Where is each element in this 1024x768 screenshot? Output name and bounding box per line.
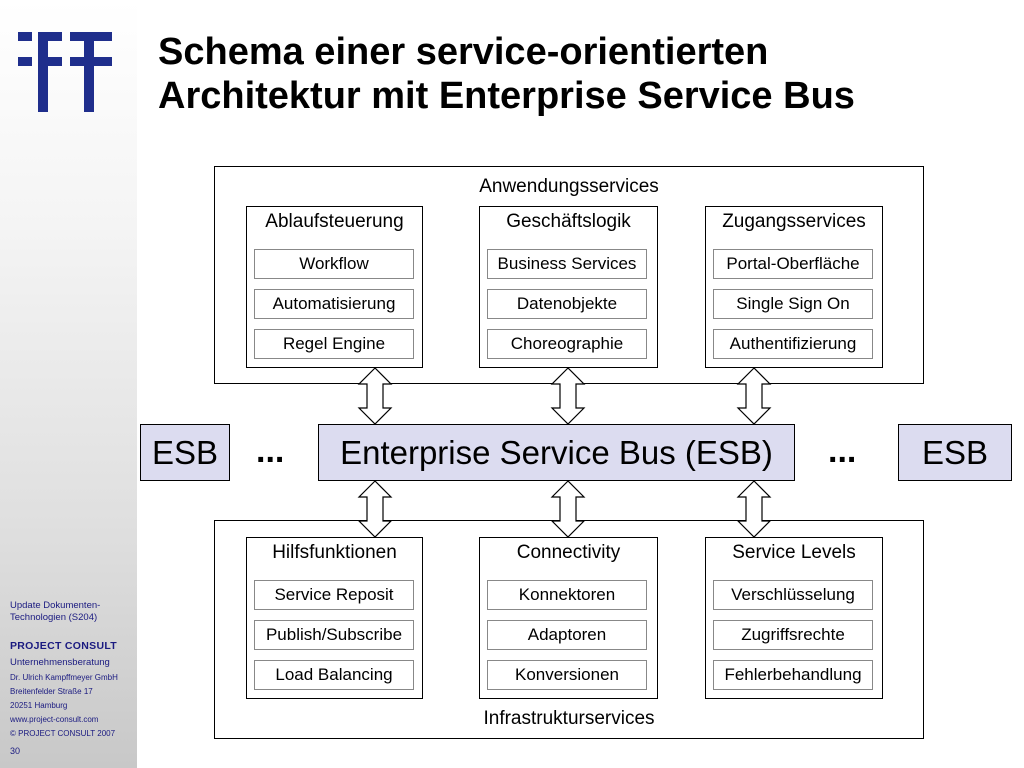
enterprise-service-bus: Enterprise Service Bus (ESB) bbox=[318, 424, 795, 481]
service-item: Single Sign On bbox=[713, 289, 873, 319]
copyright: © PROJECT CONSULT 2007 bbox=[10, 729, 116, 738]
group-title: Geschäftslogik bbox=[506, 211, 631, 232]
doc-title-line1: Update Dokumenten- bbox=[10, 600, 101, 611]
service-item: Load Balancing bbox=[254, 660, 414, 690]
company-street: Breitenfelder Straße 17 bbox=[10, 687, 93, 696]
company-name: PROJECT CONSULT bbox=[10, 640, 117, 652]
service-item: Konversionen bbox=[487, 660, 647, 690]
service-item: Business Services bbox=[487, 249, 647, 279]
double-arrow-icon bbox=[550, 480, 586, 538]
service-item: Datenobjekte bbox=[487, 289, 647, 319]
group-title: Connectivity bbox=[516, 542, 621, 563]
slide-title-line2: Architektur mit Enterprise Service Bus bbox=[158, 75, 855, 117]
double-arrow-icon bbox=[357, 480, 393, 538]
service-item: Authentifizierung bbox=[713, 329, 873, 359]
double-arrow-icon bbox=[736, 480, 772, 538]
double-arrow-icon bbox=[357, 367, 393, 425]
slide-title: Schema einer service-orientierten Archit… bbox=[158, 30, 855, 118]
application-services-label: Anwendungsservices bbox=[479, 176, 659, 197]
group-zugangsservices: Zugangsservices Portal-Oberfläche Single… bbox=[705, 206, 883, 368]
service-item: Workflow bbox=[254, 249, 414, 279]
esb-left-box: ESB bbox=[140, 424, 230, 481]
group-title: Hilfsfunktionen bbox=[272, 542, 397, 563]
infrastructure-services-label: Infrastrukturservices bbox=[483, 708, 655, 729]
group-title: Zugangsservices bbox=[722, 211, 866, 232]
pc-logo-icon bbox=[18, 32, 112, 112]
esb-right-box: ESB bbox=[898, 424, 1012, 481]
group-connectivity: Connectivity Konnektoren Adaptoren Konve… bbox=[479, 537, 658, 699]
double-arrow-icon bbox=[736, 367, 772, 425]
service-item: Choreographie bbox=[487, 329, 647, 359]
group-service-levels: Service Levels Verschlüsselung Zugriffsr… bbox=[705, 537, 883, 699]
service-item: Adaptoren bbox=[487, 620, 647, 650]
group-title: Service Levels bbox=[732, 542, 856, 563]
service-item: Portal-Oberfläche bbox=[713, 249, 873, 279]
page-number: 30 bbox=[10, 746, 21, 756]
service-item: Zugriffsrechte bbox=[713, 620, 873, 650]
esb-right-dots: ... bbox=[828, 432, 857, 470]
sidebar: Update Dokumenten- Technologien (S204) P… bbox=[0, 0, 137, 768]
company-website[interactable]: www.project-consult.com bbox=[10, 715, 99, 724]
service-item: Konnektoren bbox=[487, 580, 647, 610]
service-item: Regel Engine bbox=[254, 329, 414, 359]
doc-title-line2: Technologien (S204) bbox=[10, 612, 98, 623]
service-item: Verschlüsselung bbox=[713, 580, 873, 610]
service-item: Fehlerbehandlung bbox=[713, 660, 873, 690]
service-item: Automatisierung bbox=[254, 289, 414, 319]
group-ablaufsteuerung: Ablaufsteuerung Workflow Automatisierung… bbox=[246, 206, 423, 368]
service-item: Service Reposit bbox=[254, 580, 414, 610]
company-subtitle: Unternehmensberatung bbox=[10, 657, 110, 668]
company-city: 20251 Hamburg bbox=[10, 701, 68, 710]
company-person: Dr. Ulrich Kampffmeyer GmbH bbox=[10, 673, 118, 682]
group-title: Ablaufsteuerung bbox=[265, 211, 404, 232]
service-item: Publish/Subscribe bbox=[254, 620, 414, 650]
group-geschaeftslogik: Geschäftslogik Business Services Datenob… bbox=[479, 206, 658, 368]
esb-left-dots: ... bbox=[256, 432, 285, 470]
group-hilfsfunktionen: Hilfsfunktionen Service Reposit Publish/… bbox=[246, 537, 423, 699]
double-arrow-icon bbox=[550, 367, 586, 425]
slide-title-line1: Schema einer service-orientierten bbox=[158, 31, 769, 73]
